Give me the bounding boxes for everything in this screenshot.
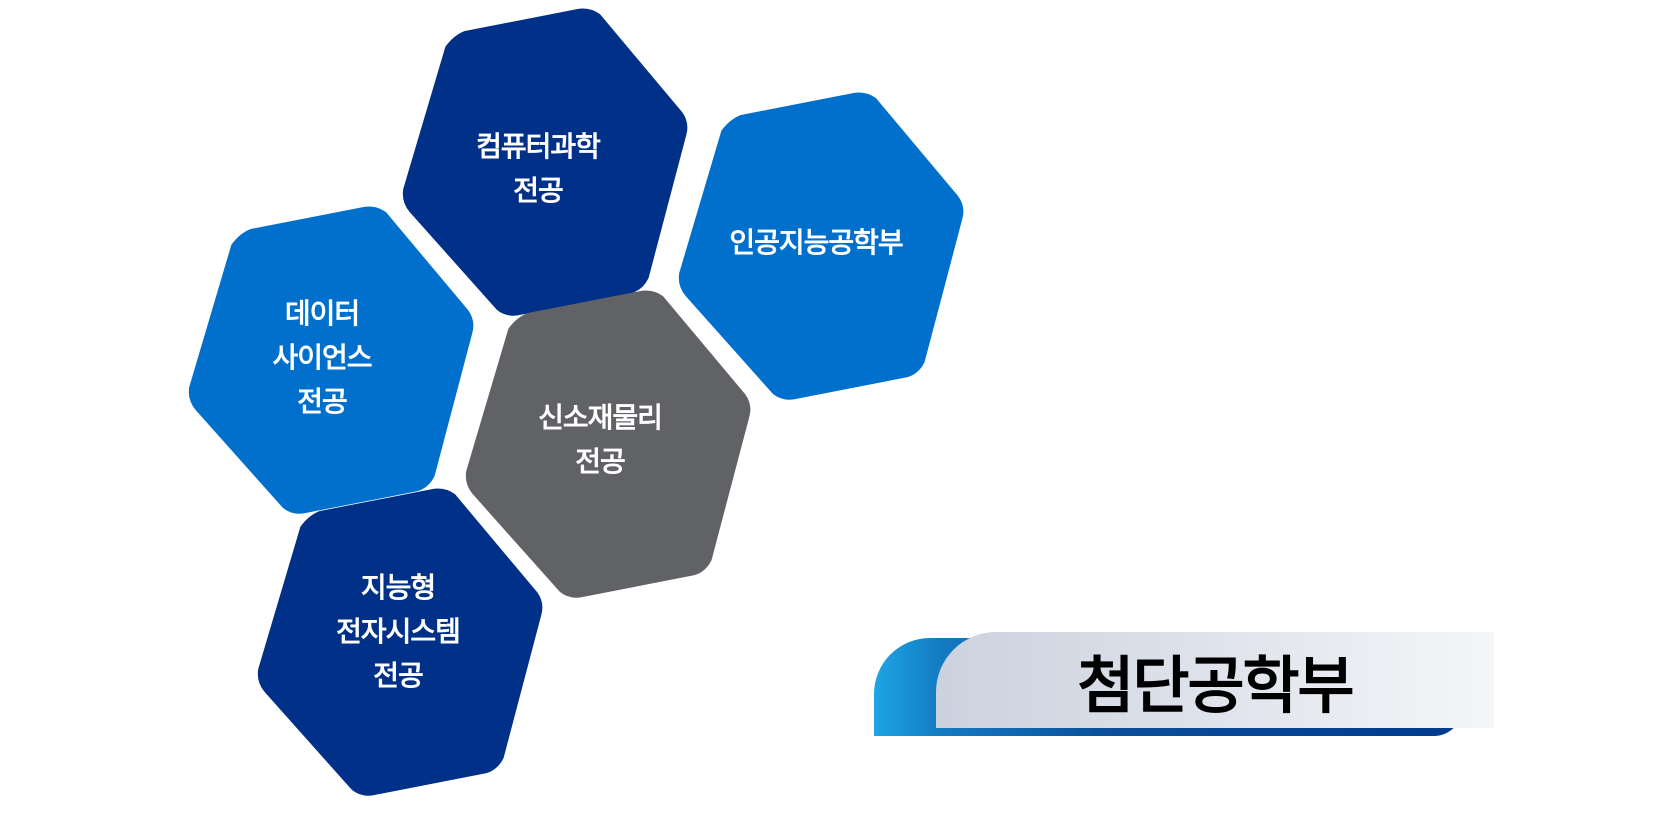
label-data-science: 데이터 사이언스 전공 — [272, 297, 372, 418]
department-banner: 첨단공학부 — [874, 632, 1494, 738]
banner-title: 첨단공학부 — [1077, 649, 1354, 722]
label-new-materials-physics: 신소재물리 전공 — [538, 401, 663, 478]
label-intelligent-electronic-systems: 지능형 전자시스템 전공 — [336, 571, 461, 692]
label-artificial-intelligence: 인공지능공학부 — [729, 226, 903, 259]
banner-face — [936, 632, 1494, 728]
label-computer-science: 컴퓨터과학 전공 — [476, 130, 601, 207]
